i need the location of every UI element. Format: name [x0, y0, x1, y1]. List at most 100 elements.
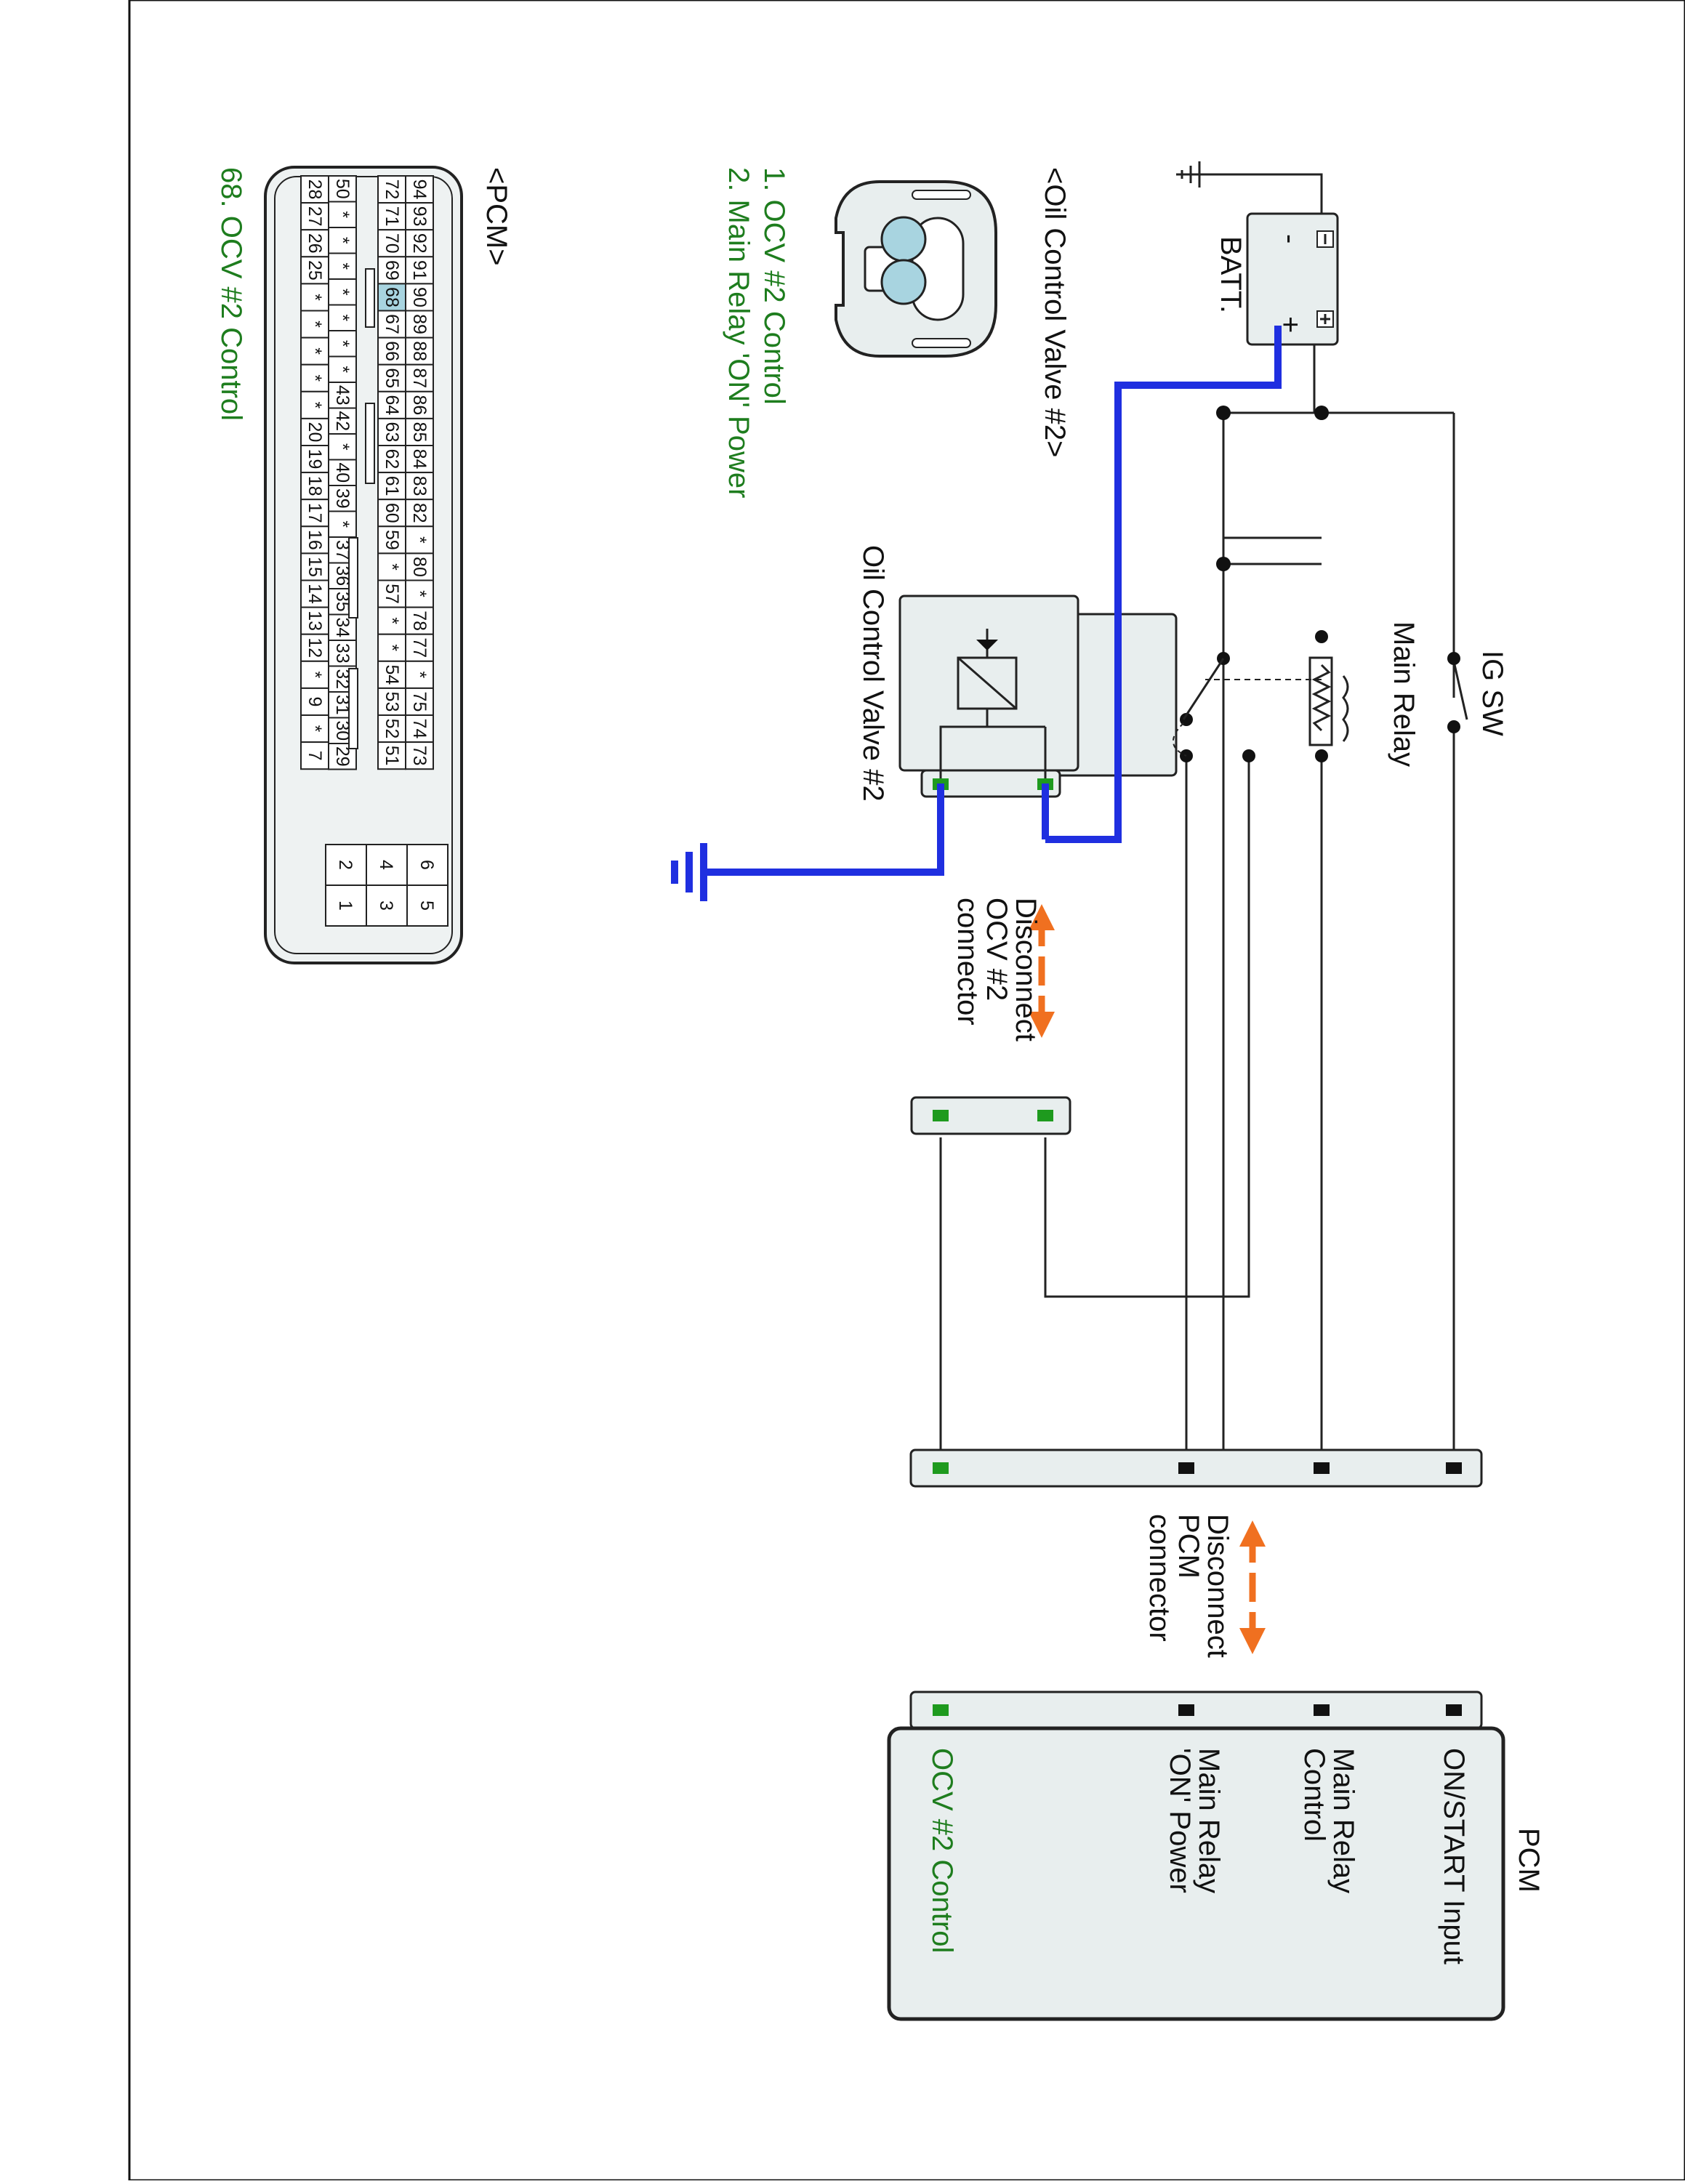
pcm-small-pin-cell [366, 885, 408, 927]
pcm-harness-connector [909, 1448, 1483, 1488]
pcm-pin-label: 15 [305, 557, 325, 577]
pcm-pin-cell [300, 525, 329, 555]
pcm-pin-label: 87 [409, 368, 430, 388]
pcm-pin-label: 70 [382, 233, 402, 254]
pcm-pin-label: 77 [409, 637, 430, 658]
pcm-label: PCM [1513, 1828, 1545, 1893]
pcm-pin-cell [300, 660, 329, 689]
pcm-pin-label: 91 [409, 260, 430, 281]
pcm-pin-label: 89 [409, 314, 430, 334]
pcm-pin-label: 94 [409, 180, 430, 200]
ocv-disconnect-label: OCV #2 [981, 898, 1013, 1001]
pcm-pin-cell [377, 552, 406, 581]
pcm-pin-cell [300, 714, 329, 744]
wires [939, 173, 1455, 1470]
pcm-pin-cell [377, 579, 406, 608]
ocv-legend-2: 2. Main Relay 'ON' Power [723, 167, 755, 498]
pcm-pin-cell [377, 633, 406, 662]
pcm-face-key [365, 268, 375, 328]
pcm-pin-cell [377, 310, 406, 339]
pcm-pin-label: 82 [409, 503, 430, 523]
pcm-pin-cell [328, 304, 357, 331]
pcm-pin-label: 71 [382, 206, 402, 227]
pcm-relay-control-label: Main Relay [1327, 1748, 1359, 1893]
pcm-pin-cell [405, 363, 434, 392]
ocv-pin-2 [880, 216, 927, 262]
pcm-pin-label: 84 [409, 449, 430, 470]
pcm-pin-cell [328, 252, 357, 280]
pcm-pin-label: 67 [382, 314, 402, 334]
pcm-pin-label: 90 [409, 287, 430, 307]
oil-control-valve [898, 595, 1079, 798]
pcm-pin-label: 7 [305, 751, 325, 761]
pcm-pin-label: 66 [382, 341, 402, 361]
pcm-small-pin-cell [325, 844, 367, 886]
pcm-small-pin-label: 3 [376, 900, 396, 911]
pcm-pin-label: 53 [382, 692, 402, 712]
pcm-pin-label: * [409, 671, 430, 678]
pcm-pin-cell [300, 579, 329, 608]
pcm-face-key [348, 668, 358, 749]
pcm-module [887, 1691, 1505, 2021]
pcm-pin-cell [377, 687, 406, 717]
pcm-pin-label: 68 [382, 287, 402, 307]
pcm-pin-label: 27 [305, 206, 325, 227]
pcm-pin-label: 28 [305, 180, 325, 200]
pcm-pin-label: * [305, 374, 325, 382]
pcm-small-pin-label: 6 [417, 860, 437, 870]
pcm-pin-cell [377, 741, 406, 770]
pcm-pin-label: 57 [382, 584, 402, 604]
pcm-relay-power-label: 'ON' Power [1164, 1748, 1196, 1893]
pcm-ocv-control-label: OCV #2 Control [926, 1748, 958, 1953]
pcm-small-pin-label: 5 [417, 900, 437, 911]
pcm-pin-label: 88 [409, 341, 430, 361]
pcm-pin-cell [405, 472, 434, 501]
pcm-pin-label: 16 [305, 530, 325, 550]
battery-label: BATT. [1215, 236, 1247, 313]
pcm-pin-cell [328, 640, 357, 667]
pcm-pin-label: 83 [409, 476, 430, 496]
pcm-pin-cell [405, 633, 434, 662]
pcm-pin-label: * [382, 617, 402, 624]
pcm-pin-label: 12 [305, 637, 325, 658]
ocv-connector-title: <Oil Control Valve #2> [1039, 167, 1071, 457]
pcm-disconnect-label: Disconnect [1202, 1514, 1234, 1658]
pcm-pin-cell [405, 256, 434, 285]
ocv-disconnect-label: Disconnect [1010, 898, 1042, 1041]
pcm-pin-label: * [382, 644, 402, 651]
pcm-pin-label: * [305, 294, 325, 301]
pcm-pin-label: 62 [382, 449, 402, 470]
pcm-small-pin-label: 4 [376, 860, 396, 870]
pcm-pin-cell [300, 229, 329, 258]
battery-plus-label: + [1274, 316, 1306, 333]
pcm-pin-label: 19 [305, 449, 325, 470]
pcm-pin-label: 17 [305, 503, 325, 523]
pcm-pin-label: * [332, 289, 353, 296]
pcm-pin-cell [377, 202, 406, 231]
pcm-pin-label: 59 [382, 530, 402, 550]
pcm-pin-label: * [332, 520, 353, 528]
pcm-pin-cell [405, 283, 434, 312]
pcm-pin-label: 18 [305, 476, 325, 496]
pcm-pin-cell [405, 499, 434, 528]
pcm-pin-label: 85 [409, 422, 430, 443]
ocv-disconnect-label: connector [952, 898, 984, 1025]
pcm-pin-label: * [305, 347, 325, 355]
pcm-pin-label: * [332, 237, 353, 244]
pcm-pin-label: 43 [332, 385, 353, 406]
battery-minus-label: - [1274, 234, 1306, 243]
pcm-pin-label: 14 [305, 584, 325, 604]
ocv-legend-1: 1. OCV #2 Control [758, 167, 790, 405]
pcm-pin-label: 65 [382, 368, 402, 388]
pcm-pin-label: 75 [409, 692, 430, 712]
pcm-pin-label: 34 [332, 617, 353, 637]
pcm-pin-label: 61 [382, 476, 402, 496]
pcm-pin-cell [377, 525, 406, 555]
pcm-pin-label: 63 [382, 422, 402, 443]
pcm-pin-label: * [305, 401, 325, 408]
pcm-pin-label: 51 [382, 746, 402, 766]
pcm-pin-cell [328, 407, 357, 435]
pcm-pin-label: 29 [332, 746, 353, 767]
pcm-pin-label: 52 [382, 719, 402, 739]
